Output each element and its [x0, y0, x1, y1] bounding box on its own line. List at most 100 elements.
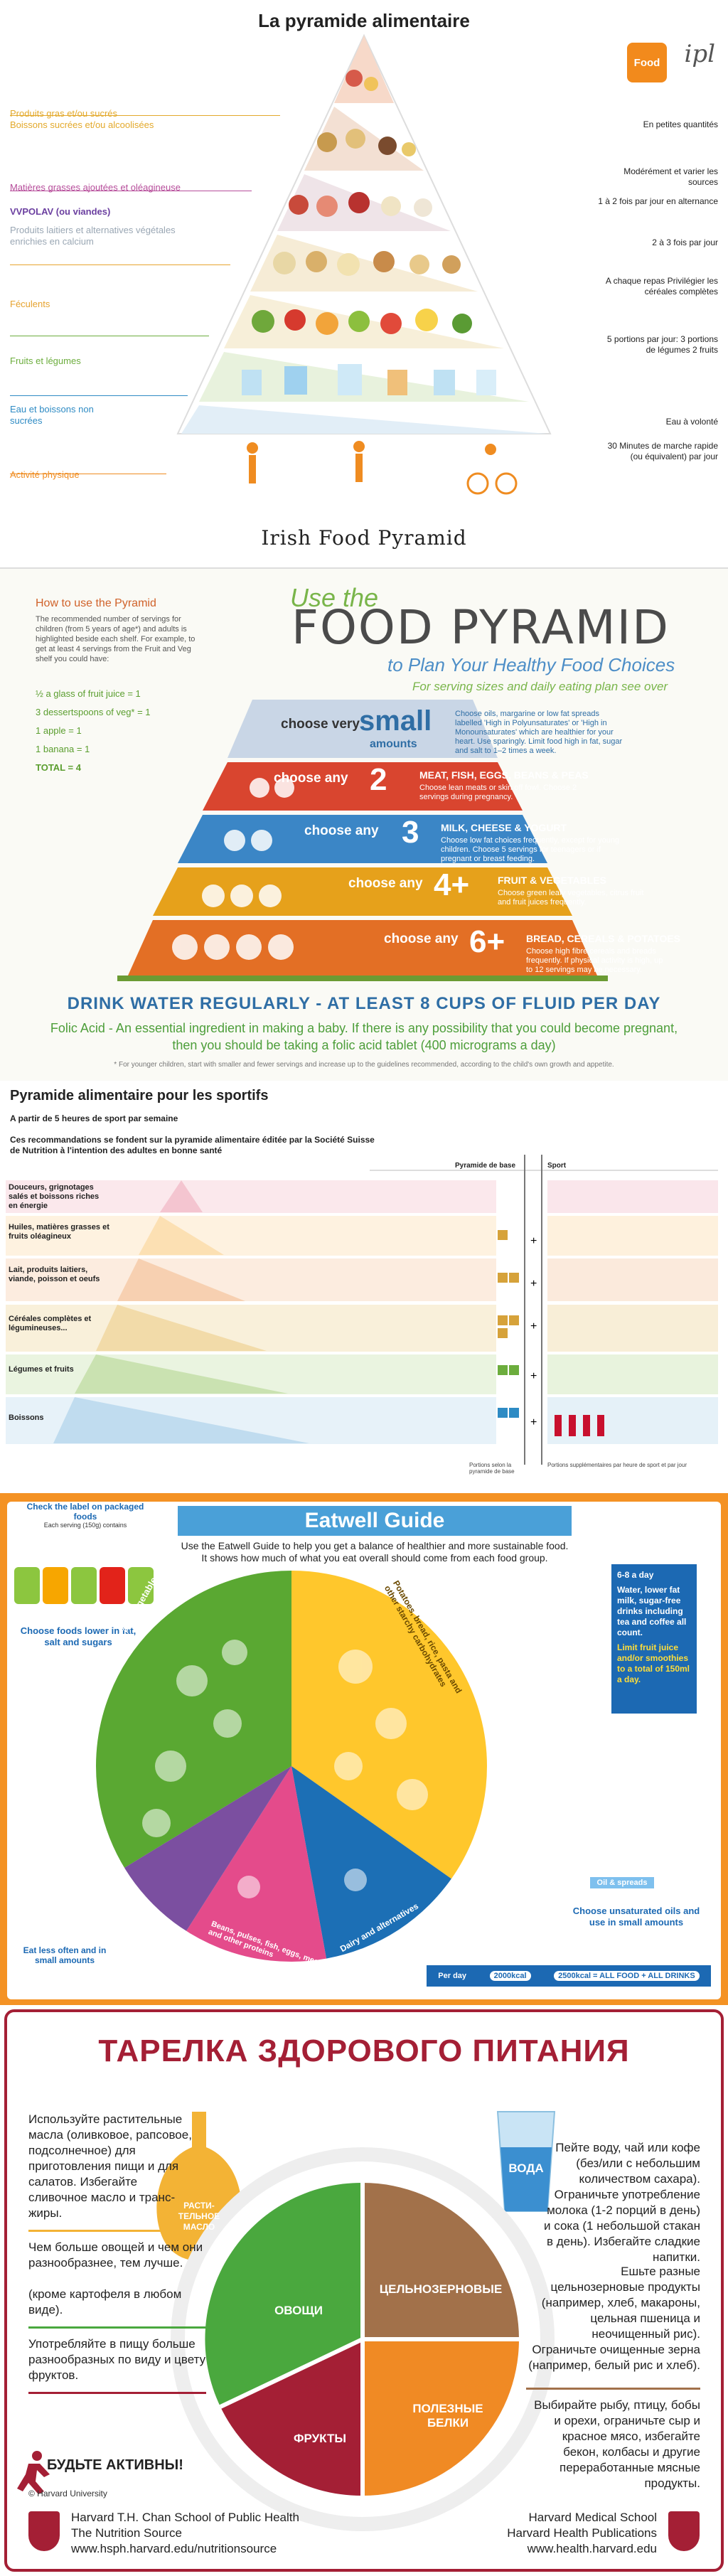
frame	[4, 2009, 724, 2572]
choose-unsaturated-oils: Choose unsaturated oils and use in small…	[572, 1906, 700, 1928]
svg-text:+: +	[530, 1320, 537, 1332]
fruit-text: Употребляйте в пищу больше разнообразных…	[28, 2337, 206, 2382]
tier-choose: choose very	[281, 717, 360, 732]
svg-text:+: +	[530, 1370, 537, 1382]
footer-left-line: The Nutrition Source	[71, 2526, 182, 2540]
veg-note: (кроме картофеля в любом виде).	[28, 2287, 182, 2316]
footer-right-link[interactable]: www.health.harvard.edu	[527, 2542, 657, 2555]
freq-water: Eau à volonté	[665, 417, 718, 427]
tier-desc: Choose lean meats or skin off fowl. Choo…	[419, 784, 577, 801]
tier-head: MILK, CHEESE & YOGURT	[441, 822, 567, 833]
fraction-line: 1 apple = 1	[36, 725, 82, 736]
veg-text: Чем больше овощей и чем они разнообразне…	[28, 2240, 203, 2270]
divider	[28, 2230, 199, 2232]
fraction-line: ½ a glass of fruit juice = 1	[36, 688, 141, 699]
tier-head: MEAT, FISH, EGGS, BEANS & PEAS	[419, 769, 589, 781]
eatwell-title: Eatwell Guide	[178, 1506, 572, 1536]
tier-desc: Choose green leafy vegetables, citrus fr…	[498, 889, 644, 907]
freq-dairy: 2 à 3 fois par jour	[652, 237, 718, 247]
per-day: Per day	[438, 1972, 467, 1980]
pyramid-title: FOOD PYRAMID	[291, 600, 670, 655]
kcal-men: 2500kcal = ALL FOOD + ALL DRINKS	[554, 1971, 700, 1981]
tier-choose: choose any	[384, 931, 459, 946]
harvard-shield-icon	[28, 2511, 60, 2551]
howto-text: The recommended number of servings for c…	[36, 615, 196, 663]
tier-amount: 6+	[469, 924, 505, 959]
footer-sport: Portions supplémentaires par heure de sp…	[547, 1462, 687, 1468]
label-activity: Activité physique	[10, 469, 80, 480]
fraction-line: 3 dessertspoons of veg* = 1	[36, 707, 151, 717]
pyramid-shelves	[117, 700, 608, 981]
freq-fruit-veg: 5 portions par jour: 3 portions de légum…	[606, 334, 718, 355]
label-check: Check the label on packaged foods Each s…	[14, 1502, 156, 1529]
label-veg: ОВОЩИ	[274, 2304, 323, 2317]
tier-amount2: amounts	[370, 738, 417, 750]
footnote: * For younger children, start with small…	[114, 1061, 614, 1069]
label-sweets: Produits gras et/ou sucrés	[10, 108, 118, 119]
freq-starches: A chaque repas Privilégier les céréales …	[605, 276, 718, 296]
folic-line-2: then you should be taking a folic acid t…	[172, 1038, 556, 1052]
traffic-light-label	[14, 1567, 154, 1604]
tier-choose: choose any	[304, 823, 379, 838]
row-label: Boissons	[9, 1413, 44, 1422]
ipl-logo: ipl	[684, 40, 715, 68]
water-count: 6-8 a day	[617, 1570, 654, 1580]
panel-title: ТАРЕЛКА ЗДОРОВОГО ПИТАНИЯ	[98, 2033, 630, 2068]
use-the-label: Use the	[290, 583, 379, 612]
freq-meat: 1 à 2 fois par jour en alternance	[598, 196, 718, 206]
energy-bar: Per day 2000kcal 2500kcal = ALL FOOD + A…	[427, 1965, 711, 1987]
fraction-line: 1 banana = 1	[36, 744, 90, 754]
svg-text:+: +	[530, 1235, 537, 1247]
french-food-pyramid: La pyramide alimentaire Food ipl	[0, 0, 728, 512]
row-label: Douceurs, grignotages salés et boissons …	[9, 1183, 100, 1210]
footer-base: Portions selon la pyramide de base	[469, 1462, 515, 1475]
tier-amount: 4+	[434, 867, 470, 902]
freq-activity: 30 Minutes de marche rapide (ou équivale…	[607, 441, 718, 461]
fraction-total: TOTAL = 4	[36, 762, 81, 773]
tier-amount: small	[359, 705, 432, 737]
howto-title: How to use the Pyramid	[36, 597, 156, 609]
label-water: ВОДА	[508, 2161, 544, 2175]
tier-head: FRUIT & VEGETABLES	[498, 875, 606, 886]
healthy-eating-plate: ТАРЕЛКА ЗДОРОВОГО ПИТАНИЯ РАСТИ-ТЕЛЬНОЕ …	[0, 2005, 728, 2576]
svg-text:+: +	[530, 1278, 537, 1290]
be-active: БУДЬТЕ АКТИВНЫ!	[47, 2457, 183, 2473]
column-sport: Sport	[547, 1162, 567, 1170]
harvard-shield-icon	[668, 2511, 700, 2551]
footer-right-line: Harvard Medical School	[528, 2511, 657, 2524]
row-label: Légumes et fruits	[9, 1365, 74, 1374]
row-label: Céréales complètes et légumineuses...	[9, 1315, 92, 1332]
irish-food-pyramid: Irish Food Pyramid How to use the Pyrami…	[0, 512, 728, 1081]
description: Ces recommandations se fondent sur la py…	[10, 1135, 375, 1155]
divider	[28, 2326, 206, 2329]
pyramid-graphic	[176, 33, 552, 495]
label-water: Eau et boissons non sucrées	[10, 404, 94, 426]
folic-line-1: Folic Acid - An essential ingredient in …	[50, 1021, 678, 1035]
footer-left-line: Harvard T.H. Chan School of Public Healt…	[71, 2511, 299, 2524]
food-logo: Food	[627, 43, 667, 82]
eatwell-plate	[89, 1564, 494, 1969]
freq-fats: Modérément et varier les sources	[623, 166, 718, 187]
label-check-small: Each serving (150g) contains	[43, 1522, 127, 1529]
row-label: Huiles, matières grasses et fruits oléag…	[9, 1223, 109, 1241]
drink-water-banner: DRINK WATER REGULARLY - AT LEAST 8 CUPS …	[67, 994, 661, 1013]
label-fats: Matières grasses ajoutées et oléagineuse	[10, 182, 181, 193]
choose-foods-lower: Choose foods lower in fat, salt and suga…	[20, 1625, 136, 1647]
label-dairy: Produits laitiers et alternatives végéta…	[10, 225, 176, 247]
pyramid-note: For serving sizes and daily eating plan …	[412, 680, 668, 693]
tier-amount: 2	[370, 762, 387, 797]
water-box: 6-8 a day Water, lower fat milk, sugar-f…	[611, 1564, 697, 1714]
row-label: Lait, produits laitiers, viande, poisson…	[9, 1266, 100, 1283]
label-protein: ПОЛЕЗНЫЕ БЕЛКИ	[412, 2402, 483, 2430]
panel-title: Irish Food Pyramid	[261, 526, 467, 550]
footer-left-link[interactable]: www.hsph.harvard.edu/nutritionsource	[71, 2542, 277, 2555]
tier-amount: 3	[402, 815, 419, 850]
freq-sweets: En petites quantités	[643, 119, 718, 129]
panel-title: La pyramide alimentaire	[258, 10, 470, 31]
label-meat: VVPOLAV (ou viandes)	[10, 206, 111, 217]
water-text: Water, lower fat milk, sugar-free drinks…	[617, 1585, 687, 1637]
tier-choose: choose any	[348, 876, 423, 891]
grain-text: Ешьте разные цельнозерновые продукты (на…	[528, 2265, 700, 2372]
label-fruit-veg: Fruits et légumes	[10, 356, 81, 366]
kcal-women: 2000kcal	[489, 1971, 531, 1981]
